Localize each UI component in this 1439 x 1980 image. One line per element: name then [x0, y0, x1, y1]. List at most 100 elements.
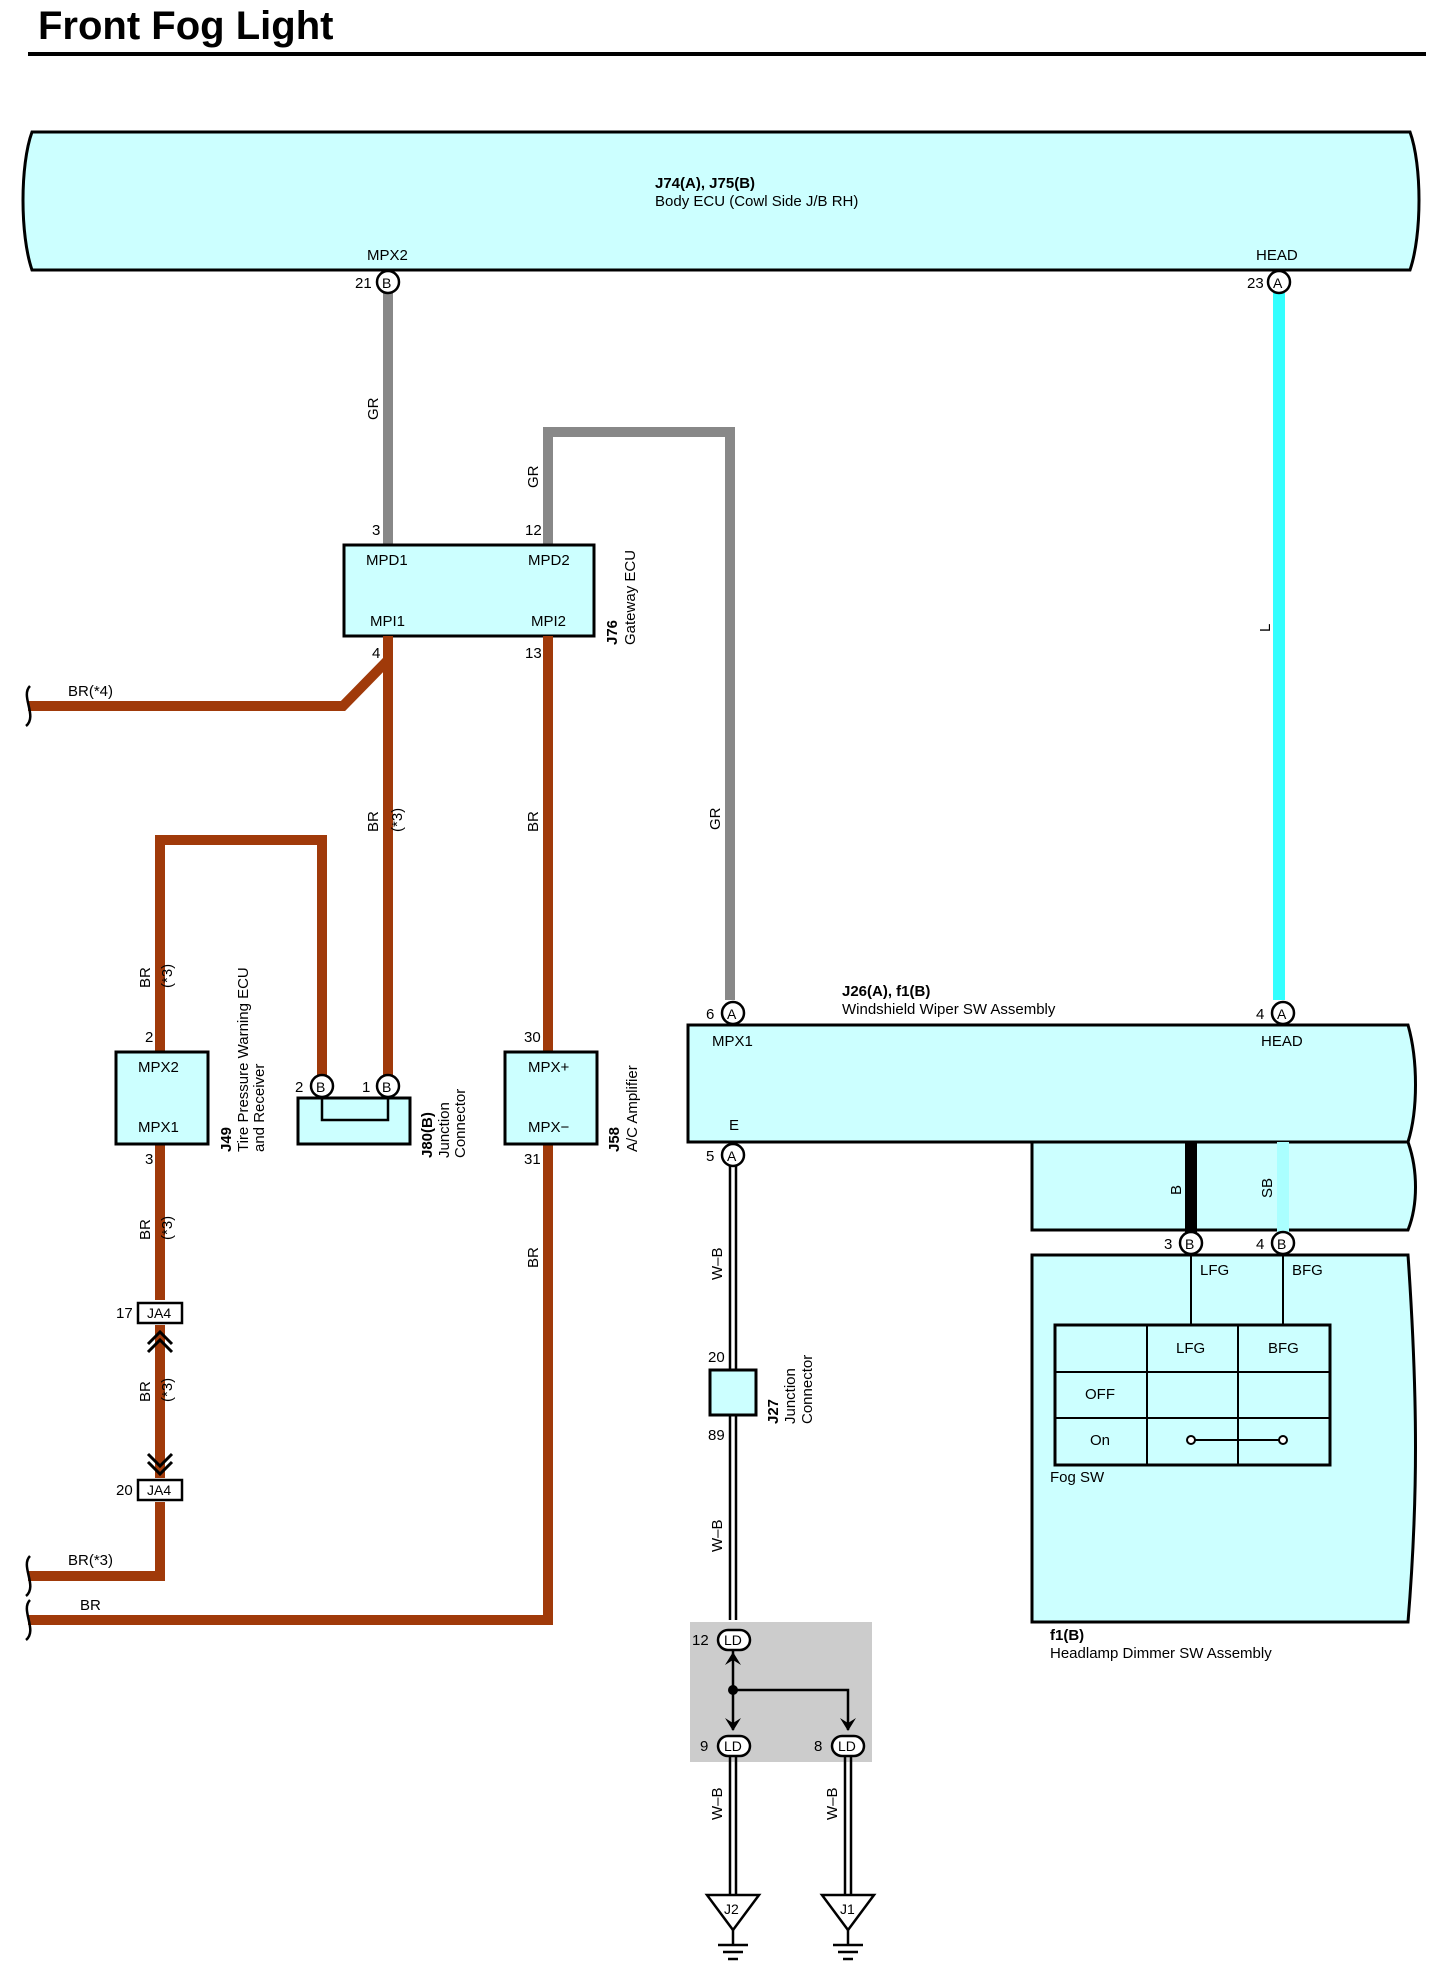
j80-pin-2-number: 2: [295, 1079, 303, 1096]
wire-label-br-5: BR: [137, 1381, 154, 1402]
wire-label-gr-3: GR: [707, 807, 724, 830]
pin-23-a: [1266, 269, 1292, 295]
wire-label-br-3: BR: [137, 967, 154, 988]
pin-23-a-letter: A: [1273, 275, 1283, 291]
j27-name-2: Connector: [799, 1355, 816, 1424]
j80-pin-2-letter: B: [316, 1079, 325, 1095]
wire-label-star3-4: (*3): [159, 1378, 176, 1402]
wire-label-wb-2: W–B: [709, 1519, 726, 1552]
gateway-mpd2: MPD2: [528, 552, 570, 569]
wire-label-wb-3: W–B: [709, 1787, 726, 1820]
wiper-pin-6-letter: A: [727, 1006, 737, 1022]
wire-label-br-star3: BR(*3): [68, 1552, 113, 1569]
ld-connector-8: [830, 1734, 866, 1758]
wire-label-wb-4: W–B: [824, 1787, 841, 1820]
pin-21-b: [375, 269, 401, 295]
headlamp-lfg-label: LFG: [1200, 1262, 1229, 1279]
ground-icon-j1: [819, 1893, 877, 1961]
fog-sw-row-on: On: [1090, 1432, 1110, 1449]
pin-21-b-letter: B: [382, 275, 391, 291]
gateway-pin-3: 3: [372, 522, 380, 539]
ac-amp-box: [503, 1050, 599, 1146]
chevron-up-icon: [146, 1329, 174, 1346]
headlamp-bfg-label: BFG: [1292, 1262, 1323, 1279]
headlamp-name: Headlamp Dimmer SW Assembly: [1050, 1645, 1272, 1662]
tpw-id: J49: [218, 1127, 235, 1152]
wire-label-br-star4: BR(*4): [68, 683, 113, 700]
ja4-bottom: [136, 1478, 184, 1502]
wire-gr-gateway-to-wiper: [543, 427, 735, 1000]
headlamp-box: [1030, 1253, 1417, 1624]
j80-pin-1: [375, 1073, 401, 1099]
splice-arrow-down-2: [840, 1718, 856, 1731]
page-title: Front Fog Light: [38, 4, 334, 48]
headlamp-pin-4-number: 4: [1256, 1236, 1264, 1253]
ld-9-pin: 9: [700, 1738, 708, 1755]
ja4-top-id: JA4: [147, 1305, 171, 1321]
fog-sw-col-lfg: LFG: [1176, 1340, 1205, 1357]
wire-label-br-1: BR: [365, 811, 382, 832]
tpw-pin-3: 3: [145, 1151, 153, 1168]
fog-sw-row-off: OFF: [1085, 1386, 1115, 1403]
wire-br-ac-to-left: [28, 1136, 553, 1625]
wiper-pin-5-letter: A: [727, 1148, 737, 1164]
ld-12-pin: 12: [692, 1632, 709, 1649]
j27-pin-89: 89: [708, 1427, 725, 1444]
ld-12-label: LD: [724, 1632, 742, 1648]
chevron-down-icon: [146, 1460, 174, 1477]
ld-8-label: LD: [838, 1738, 856, 1754]
wire-label-star3-1: (*3): [389, 808, 406, 832]
gateway-mpi2: MPI2: [531, 613, 566, 630]
wiper-pin-4-number: 4: [1256, 1006, 1264, 1023]
tpw-ecu-box: [114, 1050, 210, 1146]
j27-id: J27: [765, 1399, 782, 1424]
wiper-id: J26(A), f1(B): [842, 983, 930, 1000]
gateway-mpi1: MPI1: [370, 613, 405, 630]
j80-pin-1-letter: B: [382, 1079, 391, 1095]
j80-pin-1-number: 1: [362, 1079, 370, 1096]
body-ecu-id: J74(A), J75(B): [655, 175, 755, 192]
wiper-pin-5-number: 5: [706, 1148, 714, 1165]
wiper-pin-5: [720, 1142, 746, 1168]
pin-21-number: 21: [355, 275, 372, 292]
ja4-pin-17: 17: [116, 1305, 133, 1322]
gateway-pin-4: 4: [372, 645, 380, 662]
gateway-ecu-box: [342, 543, 596, 638]
ac-mpxp: MPX+: [528, 1059, 570, 1076]
ja4-pin-20: 20: [116, 1482, 133, 1499]
ground-icon-j2: [704, 1893, 762, 1961]
j27-name-1: Junction: [782, 1368, 799, 1424]
fog-sw-table: [1053, 1323, 1332, 1467]
headlamp-pin-4-letter: B: [1277, 1236, 1286, 1252]
wire-wb-ground-j2: [728, 1757, 738, 1895]
wire-label-star3-2: (*3): [159, 964, 176, 988]
ac-pin-31: 31: [524, 1151, 541, 1168]
j80-box: [296, 1096, 412, 1146]
j80-name-2: Connector: [452, 1089, 469, 1158]
chevron-down-icon-2: [146, 1452, 174, 1469]
wire-wb-ground-j1: [843, 1757, 853, 1895]
wiper-extension-box: [1030, 1140, 1417, 1232]
tpw-mpx2: MPX2: [138, 1059, 179, 1076]
wire-label-br-left: BR: [80, 1597, 101, 1614]
wire-label-wb-1: W–B: [709, 1247, 726, 1280]
body-ecu-box: [21, 130, 1421, 272]
tpw-pin-2: 2: [145, 1029, 153, 1046]
pin-23-number: 23: [1247, 275, 1264, 292]
j80-name-1: Junction: [436, 1102, 453, 1158]
body-ecu-pin-mpx2-label: MPX2: [367, 247, 408, 264]
fog-sw-col-bfg: BFG: [1268, 1340, 1299, 1357]
splice-arrow-up: [725, 1652, 741, 1665]
wiper-pin-6: [720, 1000, 746, 1026]
wire-label-sb: SB: [1259, 1178, 1276, 1198]
wire-label-l: L: [1257, 624, 1274, 632]
wire-label-br-2: BR: [525, 811, 542, 832]
ld-8-pin: 8: [814, 1738, 822, 1755]
ld-connector-12: [716, 1628, 752, 1652]
wire-label-b: B: [1168, 1185, 1185, 1195]
body-ecu-name: Body ECU (Cowl Side J/B RH): [655, 193, 858, 210]
j27-pin-20: 20: [708, 1349, 725, 1366]
splice-node: [728, 1685, 738, 1695]
ac-id: J58: [606, 1127, 623, 1152]
